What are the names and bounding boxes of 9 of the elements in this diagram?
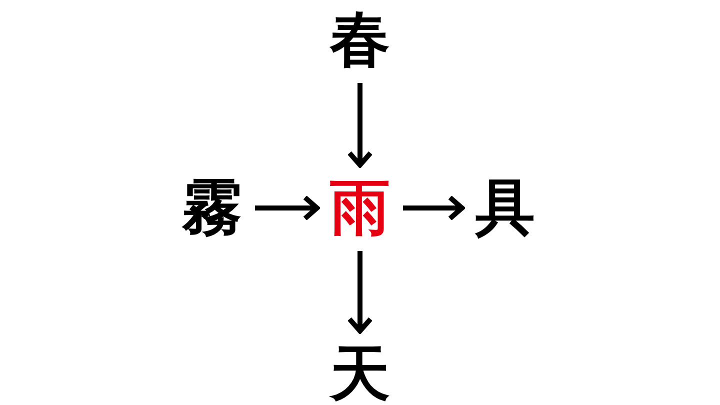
kanji-character: 天 [320,334,400,405]
kanji-character: 雨 [320,168,400,248]
arrow [347,83,373,168]
kanji-character: 春 [320,0,400,80]
arrow [403,195,464,221]
arrow [347,251,373,334]
kanji-character: 霧 [172,168,252,248]
arrow [255,195,320,221]
kanji-character: 具 [465,168,545,248]
